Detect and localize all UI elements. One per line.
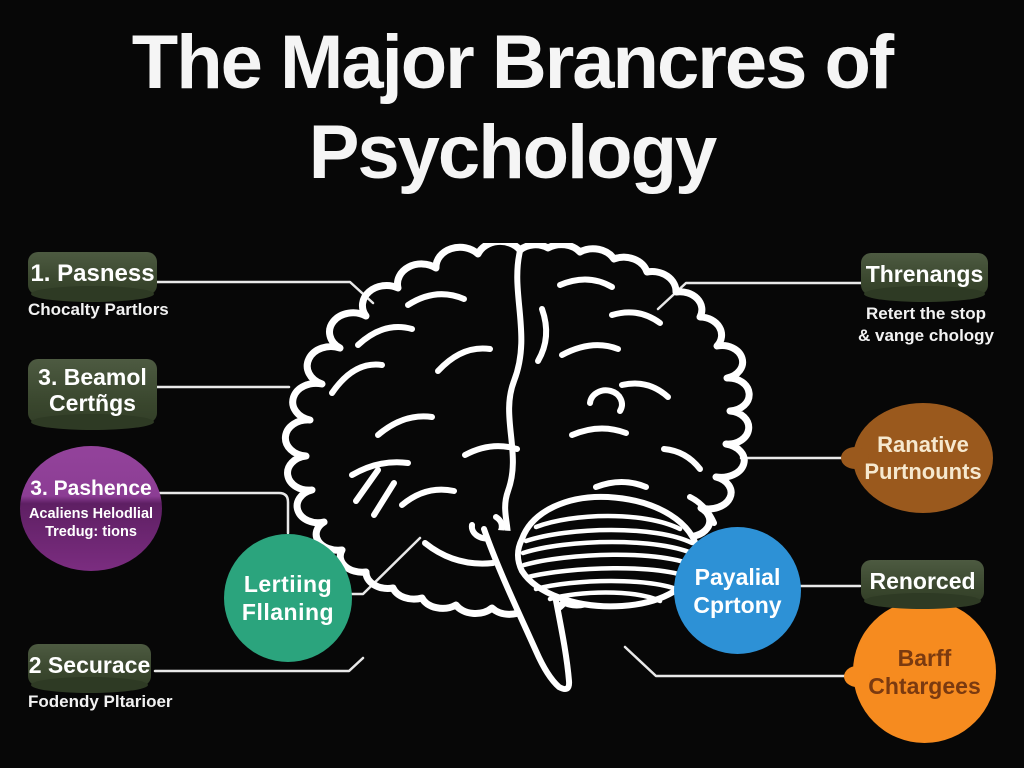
node-beamol-badge: 3. Beamol Certñgs xyxy=(28,359,157,430)
node-pasness-badge: 1. Pasness xyxy=(28,252,157,302)
node-lertiing-bubble: Lertiing Fllaning xyxy=(224,534,352,662)
brain-cerebellum-stripes xyxy=(520,513,700,604)
node-barff-line1: Barff xyxy=(897,644,952,671)
connector-securace xyxy=(153,656,365,673)
node-ranative-line2: Purtnounts xyxy=(864,459,982,484)
node-lertiing-line2: Fllaning xyxy=(241,599,335,625)
brain-stem-fill xyxy=(484,529,570,689)
brain-cortex-outline xyxy=(281,243,753,618)
node-pasness-caption: Chocalty Partlors xyxy=(28,300,169,319)
connector-pashence xyxy=(158,491,290,535)
page-title-line2: Psychology xyxy=(308,110,718,195)
node-ranative-line1: Ranative xyxy=(877,432,969,457)
node-pashence-title: 3. Pashence xyxy=(30,476,152,500)
page-title-line1: The Major Brancres of xyxy=(131,20,894,105)
node-threnangs-caption: Retert the stop & vange chology xyxy=(836,303,1016,347)
node-pashence-bubble: 3. Pashence Acaliens Helodlial Tredug: t… xyxy=(20,446,162,571)
connector-threnangs xyxy=(656,281,863,311)
node-threnangs-caption-line1: Retert the stop xyxy=(866,304,986,323)
node-pashence-sub1: Acaliens Helodlial xyxy=(28,505,154,522)
node-securace-badge: 2 Securace xyxy=(28,644,151,693)
brain-central-fissure xyxy=(502,248,525,548)
connector-pasness xyxy=(155,280,375,305)
brain-gyri-left xyxy=(329,291,520,567)
page-title: The Major Brancres of Psychology xyxy=(0,18,1024,198)
brain-illustration xyxy=(281,243,753,692)
node-barff-line2: Chtargees xyxy=(868,672,981,699)
node-securace-caption: Fodendy Pltarioer xyxy=(28,692,173,711)
node-beamol-line1: 3. Beamol xyxy=(38,364,147,390)
brain-stem-outline xyxy=(481,526,573,692)
node-payalial-line2: Cprtony xyxy=(693,591,782,618)
connector-lertiing xyxy=(349,536,422,596)
brain-gyri-right xyxy=(535,276,717,526)
node-payalial-line1: Payalial xyxy=(694,563,781,590)
node-ranative-bubble: Ranative Purtnounts xyxy=(841,403,993,513)
node-payalial-bubble: Payalial Cprtony xyxy=(674,527,801,654)
brain-cerebellum-outline xyxy=(514,493,702,610)
node-renorced-badge: Renorced xyxy=(861,560,984,609)
node-lertiing-line1: Lertiing xyxy=(243,571,333,597)
node-threnangs-badge: Threnangs xyxy=(861,253,988,302)
node-beamol-line2: Certñgs xyxy=(49,390,136,416)
node-pashence-sub2: Tredug: tions xyxy=(45,523,137,540)
node-barff-bubble: Barff Chtargees xyxy=(844,600,996,743)
node-threnangs-caption-line2: & vange chology xyxy=(857,326,995,345)
